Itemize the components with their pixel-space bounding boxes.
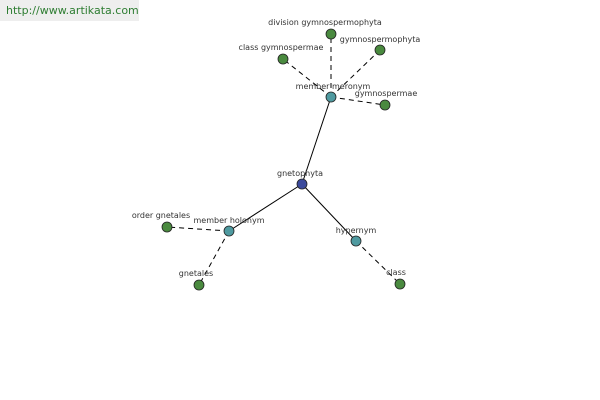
label-gnetales: gnetales xyxy=(179,269,213,278)
node-hypernym[interactable] xyxy=(350,235,362,247)
label-hypernym: hypernym xyxy=(336,226,377,235)
node-meronym[interactable] xyxy=(325,91,337,103)
watermark-url: http://www.artikata.com xyxy=(0,0,139,21)
node-class-gymnospermae[interactable] xyxy=(277,53,289,65)
label-meronym: member meronym xyxy=(296,82,371,91)
edge-holonym-order-gnetales xyxy=(166,226,230,232)
node-order-gnetales[interactable] xyxy=(161,221,173,233)
edge-hypernym-class xyxy=(355,240,401,285)
edge-meronym-class-gymnospermae xyxy=(282,58,332,98)
node-gymnospermae[interactable] xyxy=(379,99,391,111)
label-center: gnetophyta xyxy=(277,169,323,178)
edge-meronym-gymnospermophyta xyxy=(330,49,381,98)
edge-holonym-gnetales xyxy=(198,230,230,286)
label-gymnospermophyta: gymnospermophyta xyxy=(340,35,421,44)
edge-meronym-gymnospermae xyxy=(330,96,386,106)
label-gymnospermae: gymnospermae xyxy=(355,89,418,98)
label-class: class xyxy=(386,268,406,277)
label-order-gnetales: order gnetales xyxy=(132,211,190,220)
node-class[interactable] xyxy=(394,278,406,290)
node-holonym[interactable] xyxy=(223,225,235,237)
node-gnetales[interactable] xyxy=(193,279,205,291)
edge-center-meronym xyxy=(301,96,332,185)
edge-center-hypernym xyxy=(301,183,357,242)
edge-center-holonym xyxy=(228,183,303,232)
label-class-gymnospermae: class gymnospermae xyxy=(239,43,324,52)
label-division: division gymnospermophyta xyxy=(268,18,382,27)
nodes xyxy=(161,28,406,291)
node-division[interactable] xyxy=(325,28,337,40)
edges xyxy=(166,34,401,286)
label-holonym: member holonym xyxy=(193,216,264,225)
labels: gnetophyta member meronym member holonym… xyxy=(132,18,420,278)
node-gymnospermophyta[interactable] xyxy=(374,44,386,56)
node-center[interactable] xyxy=(296,178,308,190)
